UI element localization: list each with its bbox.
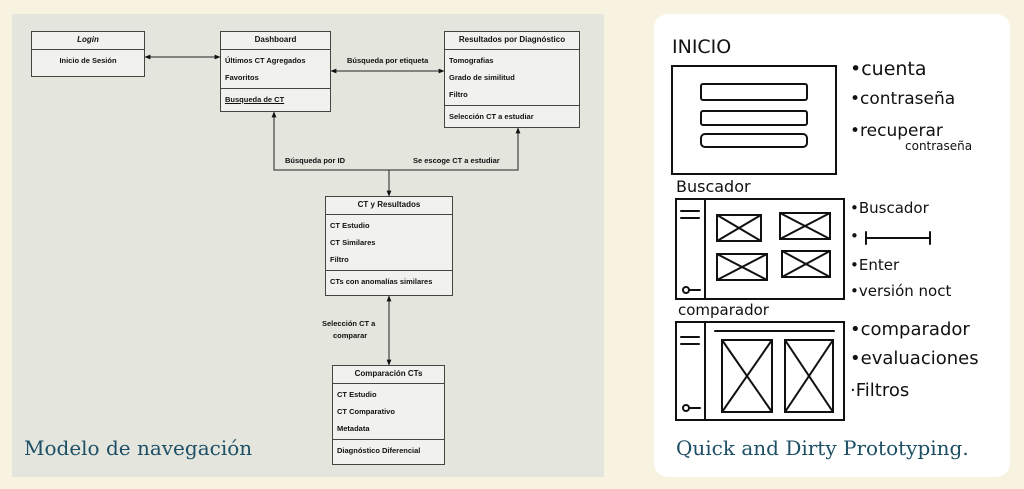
edge-label-seleccion: Selección CT a [322,319,376,328]
sketch-search-frame [675,198,845,300]
sketch-compare-frame [675,321,845,421]
dashboard-row: Últimos CT Agregados [225,56,306,65]
sketch-field [700,110,808,126]
edge-label-escoge: Se escoge CT a estudiar [413,156,500,165]
sketch-note: •Enter [850,256,900,274]
dashboard-row: Favoritos [225,73,259,82]
dashboard-footer: Busqueda de CT [225,95,285,104]
sketch-caption: Quick and Dirty Prototyping. [676,436,969,460]
sketch-note: •versión noct [850,282,952,300]
comparacion-footer: Diagnóstico Diferencial [337,446,421,455]
sketch-note: •recuperar [850,121,943,141]
edge-dashboard-ct [271,111,392,197]
login-box: Login Inicio de Sesión [31,31,145,77]
resultados-row: Grado de similitud [449,73,515,82]
ct-resultados-row: Filtro [330,255,349,264]
edge-label-etiqueta: Búsqueda por etiqueta [347,56,429,65]
resultados-row: Filtro [449,90,468,99]
dashboard-box: Dashboard Últimos CT Agregados Favoritos… [220,31,331,112]
sketch-note: •contraseña [850,89,956,109]
sketch-note: •evaluaciones [850,348,979,369]
resultados-footer: Selección CT a estudiar [449,112,534,121]
login-title: Login [32,32,144,50]
ct-resultados-title: CT y Resultados [326,197,452,215]
comparacion-title: Comparación CTs [333,366,444,384]
ct-resultados-row: CT Estudio [330,221,370,230]
sketch-title-buscador: Buscador [676,177,751,196]
sketch-note: •comparador [850,319,970,340]
sketch-note: ·Filtros [850,380,910,401]
resultados-row: Tomografias [449,56,494,65]
sketch-field [700,133,808,148]
sketch-thumbnails [716,212,831,281]
resultados-title: Resultados por Diagnóstico [445,32,579,50]
dashboard-title: Dashboard [221,32,330,50]
ct-resultados-row: CT Similares [330,238,376,247]
edge-resultados-ct [389,127,521,171]
sketch-field [700,83,808,101]
sketch-title-comparador: comparador [678,301,769,319]
sketch-note: •cuenta [850,58,927,80]
sketch-note: • [850,227,859,245]
edge-label-comparar: comparar [333,331,368,340]
sketch-title-inicio: INICIO [672,36,732,58]
login-row: Inicio de Sesión [59,56,117,65]
resultados-box: Resultados por Diagnóstico Tomografias G… [444,31,580,128]
sketch-note: •Buscador [850,199,929,217]
comparacion-box: Comparación CTs CT Estudio CT Comparativ… [332,365,445,465]
ct-resultados-footer: CTs con anomalías similares [330,277,433,286]
comparacion-row: CT Comparativo [337,407,395,416]
comparacion-row: Metadata [337,424,370,433]
edge-label-id: Búsqueda por ID [285,156,346,165]
diagram-caption: Modelo de navegación [24,436,253,460]
sketch-note: contraseña [905,139,973,153]
sketch-login-frame [671,65,837,175]
comparacion-row: CT Estudio [337,390,377,399]
ct-resultados-box: CT y Resultados CT Estudio CT Similares … [325,196,453,296]
